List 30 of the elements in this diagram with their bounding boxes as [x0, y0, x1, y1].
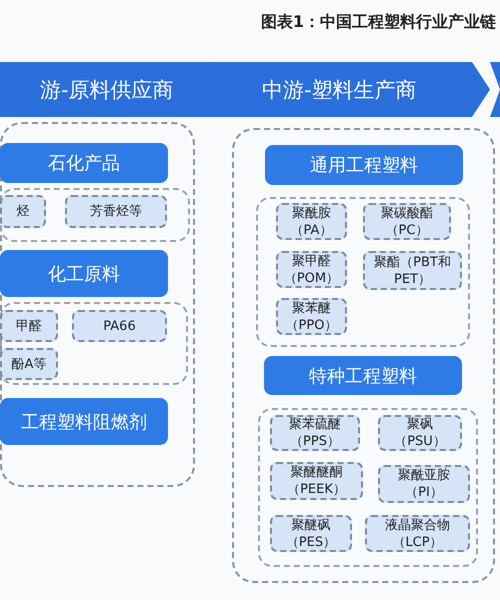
material-box: 甲醛	[0, 310, 58, 342]
dashed-container	[0, 122, 195, 487]
material-box: 芳香烃等	[65, 195, 167, 228]
chart-title: 图表1：中国工程塑料行业产业链	[260, 12, 496, 33]
material-box: 酚A等	[0, 348, 58, 380]
material-box: 液晶聚合物（LCP）	[365, 515, 470, 552]
banner-label: 中游-塑料生产商	[262, 77, 417, 104]
material-box: 聚酰亚胺（PI）	[378, 465, 470, 503]
material-box: 烃	[0, 195, 46, 228]
dashed-group	[258, 408, 478, 567]
material-box: 聚砜（PSU）	[378, 415, 462, 451]
material-box: 聚碳酸酯（PC）	[363, 203, 451, 240]
dashed-group	[0, 188, 190, 242]
category-header: 特种工程塑料	[264, 356, 462, 395]
category-header: 通用工程塑料	[265, 145, 463, 185]
material-box: 聚醚砜（PES）	[270, 515, 352, 552]
dashed-group	[0, 302, 188, 385]
material-box: 聚苯硫醚（PPS）	[270, 415, 360, 451]
category-header: 石化产品	[0, 143, 168, 183]
category-header: 工程塑料阻燃剂	[0, 398, 168, 445]
material-box: 聚甲醛（POM）	[276, 251, 347, 288]
material-box: 聚醚醚酮（PEEK）	[270, 462, 363, 500]
material-box: PA66	[72, 310, 167, 342]
material-box: 聚酰胺（PA）	[276, 203, 347, 240]
material-box: 聚苯醚（PPO）	[276, 298, 347, 335]
dashed-group	[256, 197, 470, 347]
banner-label: 游-原料供应商	[40, 77, 174, 104]
dashed-container	[232, 128, 495, 583]
category-header: 化工原料	[0, 250, 168, 297]
material-box: 聚酯（PBT和PET）	[363, 251, 462, 290]
